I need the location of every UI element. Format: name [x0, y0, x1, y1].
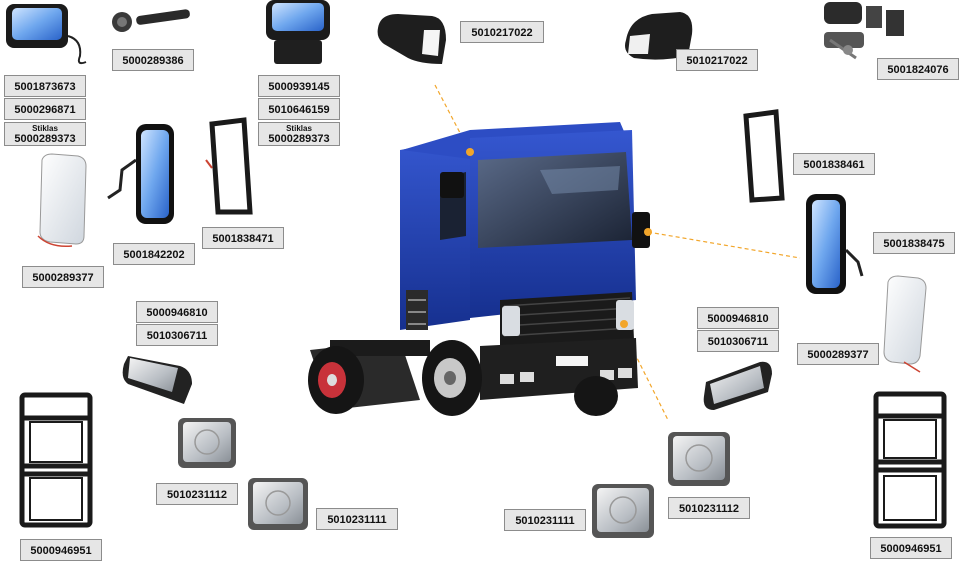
mirror-frame-left-icon: [205, 117, 253, 215]
blue-mirror-right-icon: [806, 194, 864, 294]
part-number-label: 5000289386: [112, 49, 194, 71]
part-number-label: 5000946810: [697, 307, 779, 329]
mirror-arm-icon: [112, 9, 190, 32]
roof-marker-light-icon: [377, 14, 446, 64]
long-mirror-left-icon: [37, 153, 87, 248]
part-number-label: 5010217022: [460, 21, 544, 43]
part-number-label: 5001873673: [4, 75, 86, 97]
blue-mirror-icon: [107, 124, 174, 224]
part-number-label: 5000946951: [870, 537, 952, 559]
headlamp-icon-3: [668, 432, 730, 486]
ignition-lock-icon: [824, 2, 904, 60]
part-number-label: 5001838471: [202, 227, 284, 249]
part-number: 5000289373: [14, 133, 76, 145]
headlamp-frame-left-icon: [19, 392, 93, 528]
part-number-label: 5000946951: [20, 539, 102, 561]
part-number-label: 5010646159: [258, 98, 340, 120]
part-number-label: 5010306711: [697, 330, 779, 352]
fog-light-left-icon: [122, 356, 192, 404]
headlamp-icon-2: [248, 478, 308, 530]
square-mirror-topleft-icon: [6, 4, 87, 65]
headlamp-icon-4: [592, 484, 654, 538]
headlamp-icon-1: [178, 418, 236, 468]
part-number-label: 5000289377: [797, 343, 879, 365]
part-number: 5000289373: [268, 133, 330, 145]
glass-caption: Stiklas: [286, 124, 312, 133]
part-number-label: 5000939145: [258, 75, 340, 97]
part-number-label: 5010231111: [504, 509, 586, 531]
part-number-label: 5010231111: [316, 508, 398, 530]
long-mirror-right-icon: [883, 275, 927, 373]
part-number-label: 5010231112: [668, 497, 750, 519]
part-number-label: 5010231112: [156, 483, 238, 505]
part-number-label: 5001838461: [793, 153, 875, 175]
part-number-label: 5000289377: [22, 266, 104, 288]
part-number-label: 5001824076: [877, 58, 959, 80]
headlamp-frame-right-icon: [873, 391, 947, 529]
roof-marker-light-right-icon: [625, 12, 693, 60]
square-mirror-top-icon: [266, 0, 330, 64]
glass-caption: Stiklas: [32, 124, 58, 133]
part-number-label: 5010306711: [136, 324, 218, 346]
mirror-frame-right-icon: [743, 109, 785, 203]
part-number-label: 5001842202: [113, 243, 195, 265]
part-number-label: 5010217022: [676, 49, 758, 71]
part-number-label: 5001838475: [873, 232, 955, 254]
part-number-label-glass: Stiklas 5000289373: [4, 122, 86, 146]
part-number-label-glass: Stiklas 5000289373: [258, 122, 340, 146]
part-number-label: 5000296871: [4, 98, 86, 120]
truck-illustration: [308, 122, 652, 416]
fog-light-right-icon: [703, 361, 772, 410]
part-number-label: 5000946810: [136, 301, 218, 323]
